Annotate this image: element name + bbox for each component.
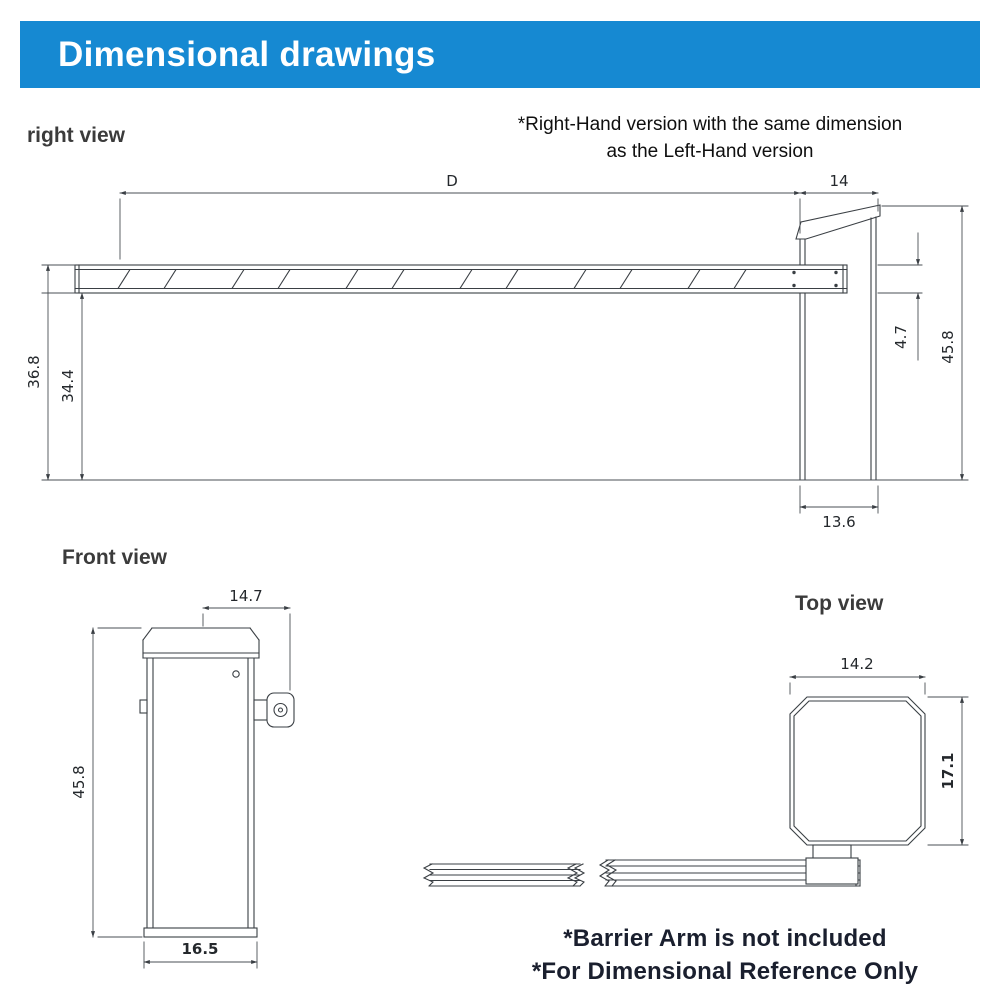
barrier-housing-top xyxy=(789,696,926,846)
right-view-dimension-lines xyxy=(41,190,969,514)
top-view-label: Top view xyxy=(795,592,884,615)
dim-head-top-width: 14 xyxy=(829,172,848,190)
dim-arm-height: 34.4 xyxy=(59,369,77,402)
barrier-arm-top-left-piece xyxy=(422,863,586,887)
side-knob xyxy=(253,692,295,728)
right-hand-note-line1: *Right-Hand version with the same dimens… xyxy=(517,114,903,135)
footer-note-line2: *For Dimensional Reference Only xyxy=(531,958,919,985)
dim-arm-thickness: 4.7 xyxy=(892,325,910,349)
right-view-label: right view xyxy=(27,124,126,147)
right-view-drawing: D 14 36.8 34.4 4.7 45.8 13.6 xyxy=(25,172,969,531)
barrier-arm-side xyxy=(74,264,848,294)
dim-front-base-width: 16.5 xyxy=(181,940,218,958)
dim-top-depth: 17.1 xyxy=(939,752,957,789)
page-title: Dimensional drawings xyxy=(58,34,436,74)
dim-arm-length: D xyxy=(446,172,458,190)
dim-front-top-width: 14.7 xyxy=(229,587,262,605)
arm-clamp-bracket xyxy=(805,844,859,885)
right-hand-note: *Right-Hand version with the same dimens… xyxy=(470,111,950,165)
dim-total-height-left: 36.8 xyxy=(25,355,43,388)
front-view-dimension-lines xyxy=(90,605,291,969)
dim-top-width: 14.2 xyxy=(840,655,873,673)
dim-front-height: 45.8 xyxy=(70,765,88,798)
barrier-housing-front xyxy=(139,627,260,938)
arm-bolts xyxy=(792,270,838,288)
right-hand-note-line2: as the Left-Hand version xyxy=(606,141,814,162)
barrier-housing-side xyxy=(792,204,884,481)
top-view-dimension-lines xyxy=(789,674,969,846)
front-view-drawing: 14.7 45.8 16.5 xyxy=(70,587,295,969)
top-view-drawing: 14.2 17.1 xyxy=(422,655,969,887)
dim-base-depth: 13.6 xyxy=(822,513,855,531)
dim-total-height-right: 45.8 xyxy=(939,330,957,363)
footer-note-line1: *Barrier Arm is not included xyxy=(563,925,887,952)
footer-notes: *Barrier Arm is not included *For Dimens… xyxy=(490,922,960,988)
header-banner: Dimensional drawings xyxy=(20,21,980,88)
front-view-label: Front view xyxy=(62,546,168,569)
